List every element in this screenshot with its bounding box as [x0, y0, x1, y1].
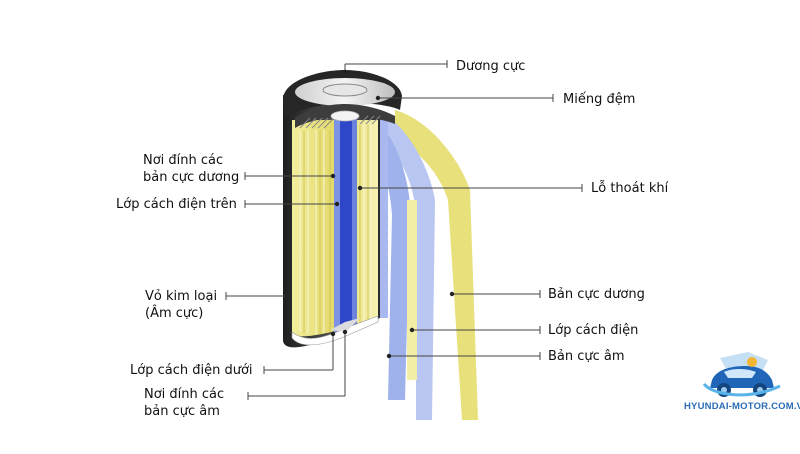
label-noi-dinh-duong-1: Nơi đính các — [143, 153, 224, 168]
label-mieng-dem: Miếng đệm — [563, 92, 636, 107]
leader-lines — [225, 60, 583, 400]
battery-can — [283, 95, 388, 348]
label-vo-kim-loai-1: Vỏ kim loại — [145, 289, 218, 304]
battery-top-cap — [283, 70, 402, 129]
label-lop-cach-dien: Lớp cách điện — [548, 323, 639, 338]
label-noi-dinh-am-2: bản cực âm — [144, 404, 220, 419]
leader-dots — [330, 69, 455, 359]
watermark-logo — [690, 350, 790, 420]
label-ban-cuc-am: Bản cực âm — [548, 349, 625, 364]
label-vo-kim-loai-2: (Âm cực) — [145, 306, 204, 321]
battery-bottom — [291, 315, 379, 346]
label-lop-cach-dien-duoi: Lớp cách điện dưới — [130, 363, 253, 378]
label-ban-cuc-duong: Bản cực dương — [548, 287, 645, 302]
label-noi-dinh-am-1: Nơi đính các — [144, 387, 225, 402]
watermark-text: HYUNDAI-MOTOR.COM.VN — [684, 401, 800, 412]
label-noi-dinh-duong-2: bản cực dương — [143, 170, 240, 185]
label-duong-cuc: Dương cực — [456, 59, 526, 74]
peeled-separator — [385, 115, 435, 420]
peeled-negative-plate — [372, 120, 417, 400]
car-logo-icon — [702, 352, 781, 397]
label-lop-cach-dien-tren: Lớp cách điện trên — [116, 197, 237, 212]
label-lo-thoat-khi: Lỗ thoát khí — [591, 181, 669, 196]
